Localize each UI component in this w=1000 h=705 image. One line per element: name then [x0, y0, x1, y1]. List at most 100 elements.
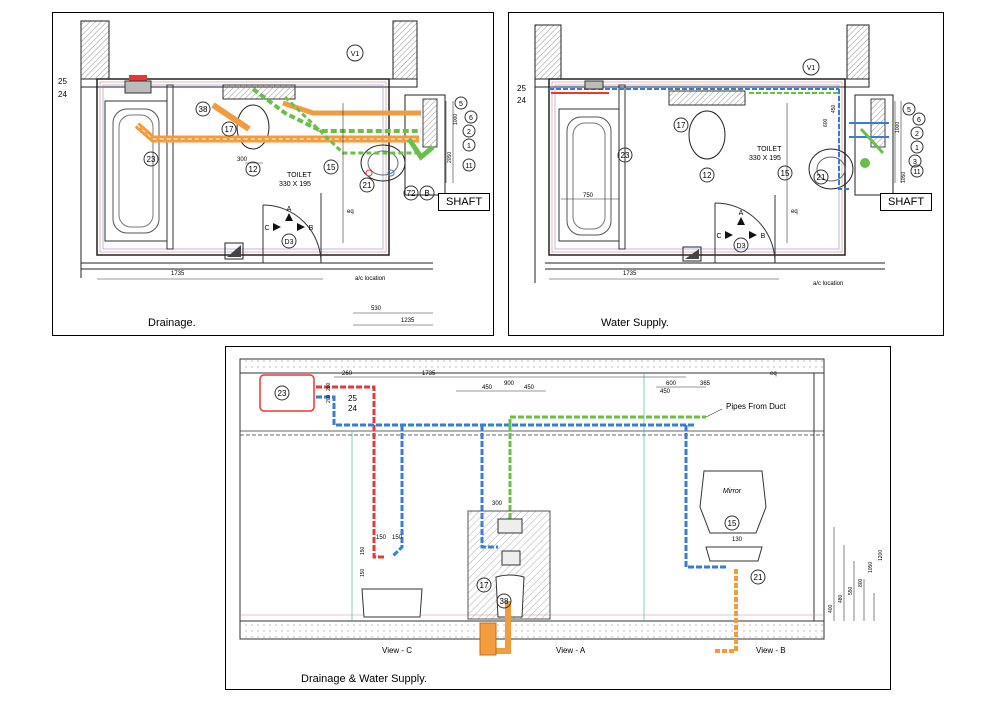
- dim-365: 365: [700, 381, 711, 387]
- callout-v1: V1: [807, 65, 816, 72]
- supply-panel: V1 25 24 17 23 12 15 21 D3 5 6 2 1 3 11 …: [508, 12, 944, 336]
- compass-a: A: [287, 206, 292, 213]
- combined-elevation: 23 25 24 17 38 15 21 Mirror Pipes From D…: [239, 358, 884, 656]
- dim-eq: eq: [791, 209, 798, 215]
- dim-450: 450: [831, 104, 837, 113]
- callout-24: 24: [348, 404, 357, 413]
- combined-panel: 23 25 24 17 38 15 21 Mirror Pipes From D…: [225, 346, 891, 690]
- bathtub: [558, 108, 620, 242]
- wc-bowl: [688, 110, 726, 160]
- dim-eq: eq: [770, 371, 777, 377]
- bathtub-elevation: [361, 588, 423, 618]
- ceiling-slab: [239, 358, 825, 374]
- callout-23: 23: [147, 155, 156, 164]
- compass: [273, 213, 305, 231]
- room-size: 330 X 195: [279, 181, 311, 188]
- geyser: [259, 374, 315, 412]
- wc-pan: [495, 574, 525, 618]
- side-dim-2: 1000: [453, 114, 459, 125]
- dim-150d: 150: [360, 546, 366, 555]
- bathtub: [104, 100, 168, 242]
- callout-24: 24: [58, 90, 67, 99]
- side-tag-2: 2: [467, 129, 471, 136]
- dim-900: 900: [504, 381, 515, 387]
- dim-450b: 450: [524, 385, 535, 391]
- dim-750: 750: [583, 193, 594, 199]
- basin-elevation: [705, 546, 763, 562]
- callout-21: 21: [754, 573, 763, 582]
- height-480: 480: [838, 594, 844, 603]
- callout-21: 21: [817, 173, 826, 182]
- compass-b: B: [309, 225, 314, 232]
- dim-300: 300: [492, 501, 503, 507]
- dim-150c: 150: [360, 568, 366, 577]
- side-tag-1: 1: [467, 143, 471, 150]
- dim-260: 260: [342, 371, 353, 377]
- compass-c: C: [716, 233, 721, 240]
- ac-location: a/c location: [355, 276, 385, 282]
- compass-b: B: [761, 233, 766, 240]
- wall-hatch-left: [80, 20, 110, 80]
- view-b-label: View - B: [756, 646, 786, 655]
- side-dim-a: 1000: [895, 122, 901, 133]
- basin: [808, 148, 854, 190]
- dim-450a: 450: [482, 385, 493, 391]
- callout-24: 24: [517, 96, 526, 105]
- room-outline: [96, 78, 390, 256]
- compass-c: C: [264, 225, 269, 232]
- height-1050: 1050: [868, 562, 874, 573]
- callout-12: 12: [249, 165, 258, 174]
- shaft-box: [404, 94, 446, 196]
- dim-600: 600: [666, 381, 677, 387]
- side-tag-1: 1: [915, 145, 919, 152]
- callout-23: 23: [278, 389, 287, 398]
- callout-15: 15: [327, 163, 336, 172]
- dim-130: 130: [732, 537, 743, 543]
- callout-25: 25: [348, 394, 357, 403]
- dim-450c: 450: [660, 389, 671, 395]
- callout-25: 25: [517, 84, 526, 93]
- room-name: TOILET: [287, 172, 312, 179]
- callout-21: 21: [363, 181, 372, 190]
- dim-eq: eq: [347, 209, 354, 215]
- drainage-panel: V1 25 24 38 17 23 12 15 21 72 B D3 5 6 2…: [52, 12, 494, 336]
- supply-plan: V1 25 24 17 23 12 15 21 D3 5 6 2 1 3 11 …: [517, 24, 926, 287]
- height-400: 400: [828, 604, 834, 613]
- dim-200a: 200: [326, 382, 332, 391]
- wc-cistern: [222, 84, 296, 100]
- height-550: 550: [848, 586, 854, 595]
- dim-300: 300: [237, 157, 248, 163]
- drainage-title: Drainage.: [148, 317, 196, 329]
- cold-pipe-main: [316, 395, 696, 427]
- side-tag-11: 11: [913, 169, 920, 176]
- side-tag-6: 6: [917, 117, 921, 124]
- supply-title: Water Supply.: [601, 317, 669, 329]
- dim-150a: 150: [376, 535, 387, 541]
- dim-1235: 1235: [401, 318, 415, 324]
- callout-23: 23: [621, 151, 630, 160]
- wall-hatch-right: [392, 20, 418, 80]
- mirror: [699, 470, 767, 534]
- side-tag-6: 6: [469, 115, 473, 122]
- side-dim-b: 1050: [901, 172, 907, 183]
- side-tag-2: 2: [915, 131, 919, 138]
- basin: [360, 144, 406, 182]
- callout-v1: V1: [351, 51, 360, 58]
- dim-600: 600: [823, 118, 829, 127]
- dim-total: 1735: [623, 271, 637, 277]
- callout-72: 72: [407, 189, 416, 198]
- side-tag-5: 5: [459, 101, 463, 108]
- height-800: 800: [858, 578, 864, 587]
- door-tag: D3: [737, 243, 746, 250]
- hot-pipe: [316, 385, 386, 559]
- wc-bowl: [236, 104, 270, 150]
- dim-1735: 1735: [422, 371, 436, 377]
- drainage-plan: V1 25 24 38 17 23 12 15 21 72 B D3 5 6 2…: [58, 20, 478, 326]
- callout-38: 38: [500, 597, 509, 606]
- side-tag-5: 5: [907, 107, 911, 114]
- side-tag-11: 11: [465, 163, 472, 170]
- callout-38: 38: [199, 105, 208, 114]
- drain-pipe-basin: [714, 569, 738, 653]
- dim-150b: 150: [392, 535, 403, 541]
- callout-15: 15: [781, 169, 790, 178]
